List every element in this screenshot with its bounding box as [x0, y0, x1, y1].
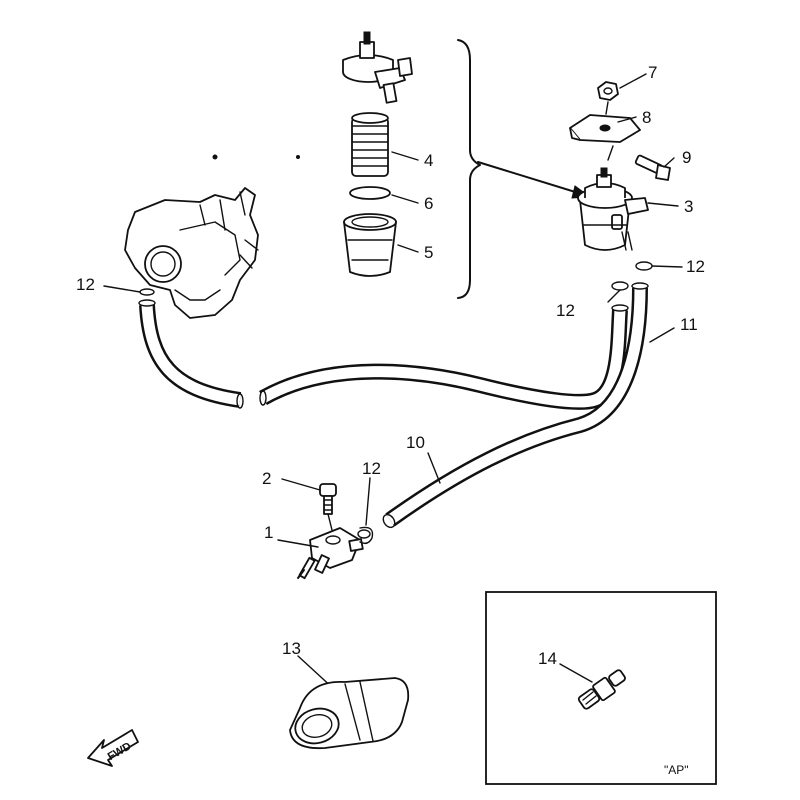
- hose-connector: [577, 669, 626, 710]
- callout-leaders: [103, 73, 683, 691]
- forward-direction-arrow: FWD: [87, 729, 139, 767]
- exploded-view-bracket: [457, 39, 481, 299]
- o-ring: [349, 186, 391, 200]
- fuel-joint: [297, 527, 364, 580]
- filter-element: [351, 112, 389, 177]
- callout-8: 8: [642, 108, 651, 127]
- callout-12-right: 12: [686, 257, 705, 276]
- bracket-plate: [569, 114, 641, 143]
- bolt: [634, 154, 671, 181]
- hose-clip-right-2: [611, 281, 629, 291]
- hose-clip-left: [139, 288, 155, 296]
- inset-label: "AP": [664, 763, 689, 777]
- hose-clip-right-1: [635, 261, 653, 271]
- callout-12-left: 12: [76, 275, 95, 294]
- filter-cup: [343, 213, 397, 277]
- filter-cap-assembly: [342, 31, 413, 104]
- callout-1: 1: [264, 523, 273, 542]
- callout-2: 2: [262, 469, 271, 488]
- protector-sleeve: [289, 677, 410, 750]
- fuel-hose-short: [385, 287, 648, 527]
- fuel-hose-long: [139, 304, 628, 410]
- nut: [597, 81, 619, 101]
- hose-clip-joint: [357, 526, 374, 545]
- callout-3: 3: [684, 197, 693, 216]
- callout-7: 7: [648, 63, 657, 82]
- joint-screw: [319, 483, 337, 515]
- callout-10: 10: [406, 433, 425, 452]
- callout-9: 9: [682, 148, 691, 167]
- inset-ap-box: "AP": [485, 591, 717, 785]
- callout-6: 6: [424, 194, 433, 213]
- callout-13: 13: [282, 639, 301, 658]
- callout-14: 14: [538, 649, 557, 668]
- callout-12-lower-right: 12: [556, 301, 575, 320]
- fuel-filter-assembled: [577, 167, 649, 251]
- callout-12-joint: 12: [362, 459, 381, 478]
- callout-4: 4: [424, 151, 433, 170]
- callout-5: 5: [424, 243, 433, 262]
- callout-11: 11: [680, 315, 698, 334]
- carburetor: [124, 154, 300, 319]
